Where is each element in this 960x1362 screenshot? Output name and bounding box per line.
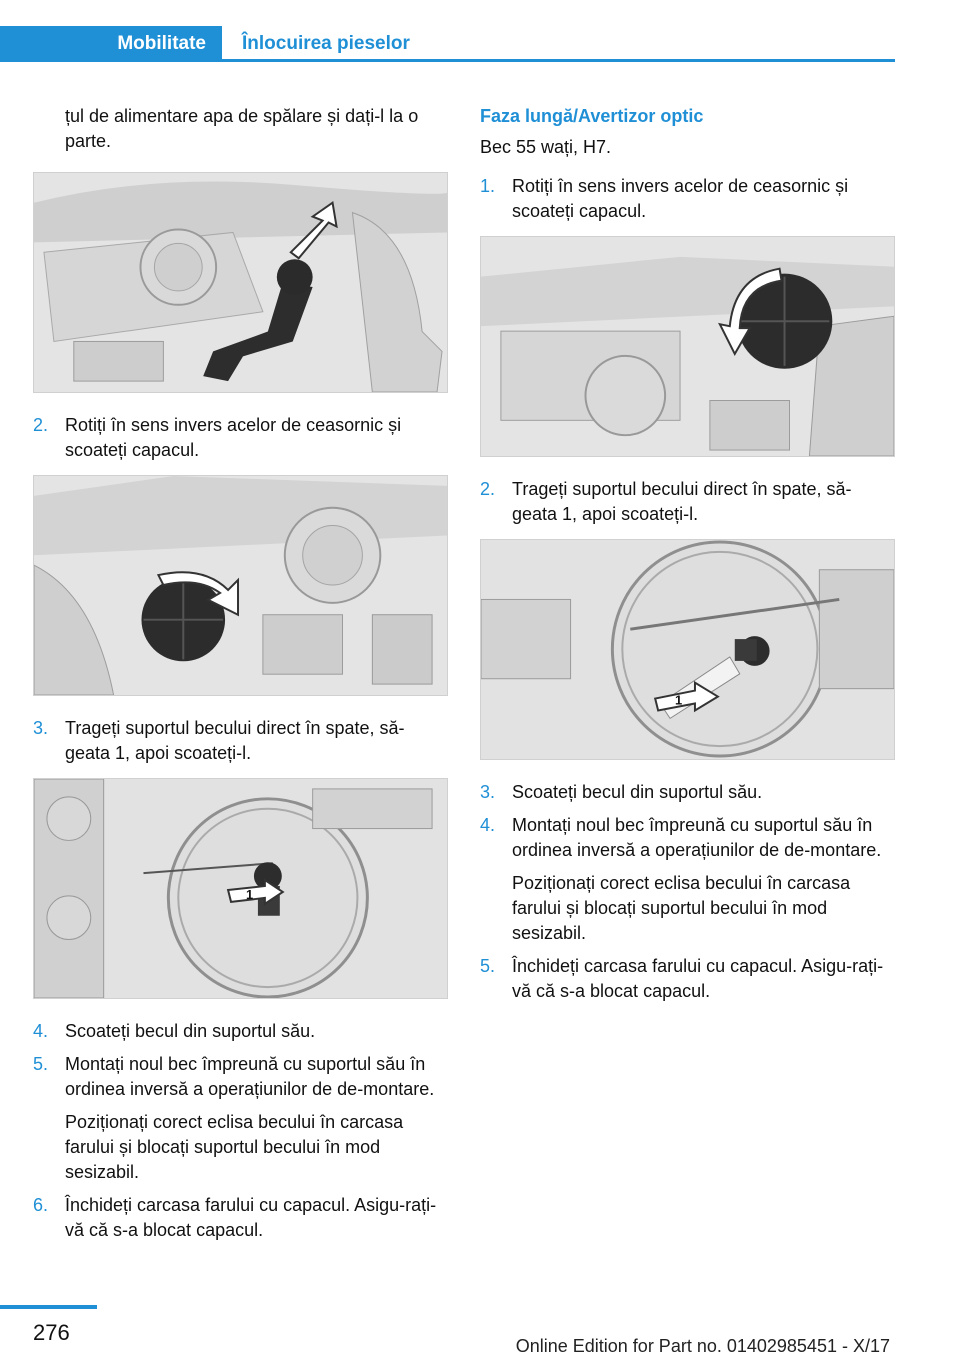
step-number: 3. [480,782,496,802]
right-step-5: 5. Închideți carcasa farului cu capacul.… [480,954,895,1004]
step-text: Rotiți în sens invers acelor de ceasorni… [512,176,849,221]
step-text: Montați noul bec împreună cu suportul să… [65,1054,435,1099]
step-number: 4. [33,1021,49,1041]
left-step-5: 5. Montați noul bec împreună cu suportul… [33,1052,448,1185]
step-number: 1. [480,176,496,196]
step-number: 2. [480,479,496,499]
left-column: țul de alimentare apa de spălare și dați… [33,104,448,1251]
header-divider [222,59,895,62]
intro-text: țul de alimentare apa de spălare și dați… [65,106,419,151]
step-number: 5. [33,1054,49,1074]
callout-1: 1 [675,693,682,708]
step-text: Montați noul bec împreună cu suportul să… [512,815,882,860]
step-text: Trageți suportul becului direct în spate… [512,479,852,524]
step-number: 3. [33,718,49,738]
figure-pull-bulb-holder-right: 1 [480,539,895,760]
figure-rotate-cap-left [33,475,448,696]
tab-mobilitate[interactable]: Mobilitate [0,26,222,62]
callout-1: 1 [246,887,253,902]
figure-rotate-cap-right [480,236,895,457]
step-text: Închideți carcasa farului cu capacul. As… [512,956,884,1001]
left-step-3: 3. Trageți suportul becului direct în sp… [33,716,448,766]
right-column: Faza lungă/Avertizor optic Bec 55 wați, … [480,104,895,1012]
step-text: Scoateți becul din suportul său. [65,1021,316,1041]
left-step-4: 4. Scoateți becul din suportul său. [33,1019,448,1044]
step-text: Rotiți în sens invers acelor de ceasorni… [65,415,402,460]
step-text: Trageți suportul becului direct în spate… [65,718,405,763]
step-number: 2. [33,415,49,435]
left-step-6: 6. Închideți carcasa farului cu capacul.… [33,1193,448,1243]
step-text: Scoateți becul din suportul său. [512,782,763,802]
right-step-1: 1. Rotiți în sens invers acelor de ceaso… [480,174,895,224]
left-step-2: 2. Rotiți în sens invers acelor de ceaso… [33,413,448,463]
edition-text: Online Edition for Part no. 01402985451 … [515,1336,890,1356]
figure-pull-bulb-holder-left: 1 [33,778,448,999]
page-header: Mobilitate Înlocuirea pieselor [0,0,895,62]
right-step-3: 3. Scoateți becul din suportul său. [480,780,895,805]
step-number: 5. [480,956,496,976]
page-number: 276 [33,1320,70,1345]
section-subtitle: Bec 55 wați, H7. [480,137,612,157]
step-number: 6. [33,1195,49,1215]
right-step-4: 4. Montați noul bec împreună cu suportul… [480,813,895,946]
step-note: Poziționați corect eclisa becului în car… [65,1112,404,1182]
step-note: Poziționați corect eclisa becului în car… [512,873,851,943]
step-text: Închideți carcasa farului cu capacul. As… [65,1195,437,1240]
right-step-2: 2. Trageți suportul becului direct în sp… [480,477,895,527]
footer-divider [0,1305,97,1309]
figure-washer-hose [33,172,448,393]
step-number: 4. [480,815,496,835]
section-title: Faza lungă/Avertizor optic [480,106,704,126]
tab-inlocuirea-pieselor[interactable]: Înlocuirea pieselor [242,33,410,54]
